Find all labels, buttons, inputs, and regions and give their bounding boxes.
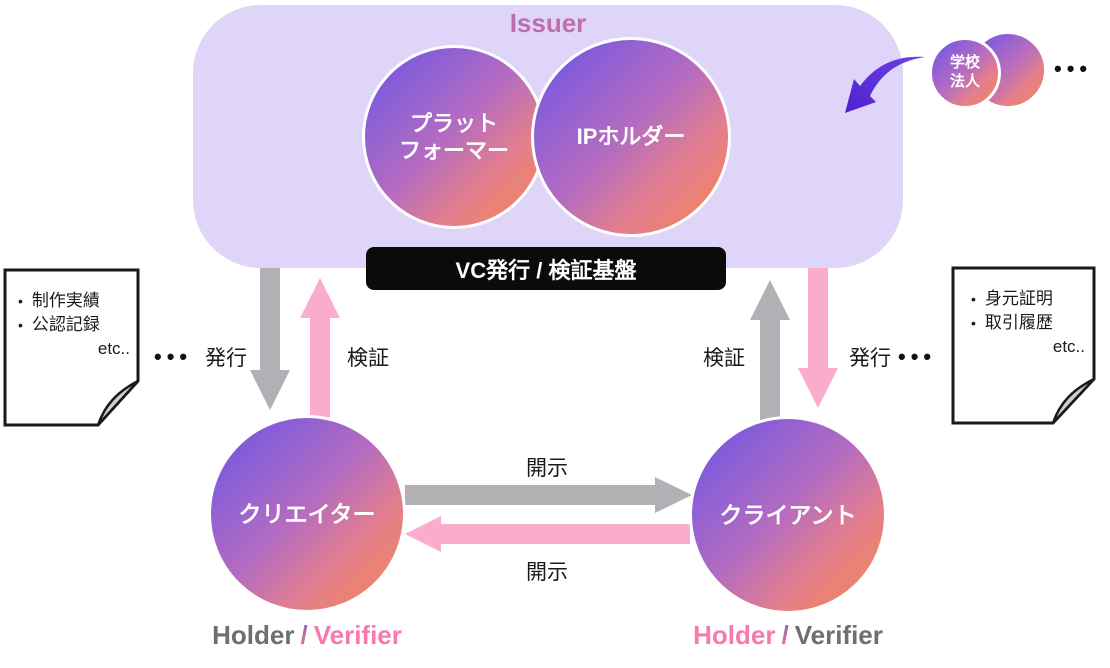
issuer-title: Issuer [193, 8, 903, 39]
doc-item: • 制作実績 [18, 289, 132, 313]
doc-item: • 身元証明 [971, 287, 1087, 311]
bullet-icon: • [971, 315, 976, 331]
school-label-line1: 学校 [949, 54, 980, 72]
verifier-label: Verifier [794, 620, 883, 650]
doc-item-text: 公認記録 [31, 315, 100, 334]
creator-roles-caption: Holder/Verifier [197, 620, 417, 651]
credentials-document-right-icon [951, 266, 1096, 425]
verify-label-right: 検証 [703, 347, 745, 370]
issue-arrow-left-down [250, 268, 290, 410]
folded-corner-icon [1051, 377, 1096, 425]
doc-item-text: 取引履歴 [984, 313, 1053, 332]
issue-arrow-right-down [798, 268, 838, 408]
doc-etc-text: etc.. [97, 339, 130, 358]
doc-etc-text: etc.. [1052, 337, 1085, 356]
disclose-label-bottom: 開示 [526, 561, 568, 584]
verify-label-left: 検証 [347, 347, 389, 370]
right-document-content: • 身元証明 • 取引履歴 etc.. [971, 287, 1087, 359]
client-circle: クライアント [689, 416, 887, 614]
verify-arrow-right-up [750, 280, 790, 420]
doc-item-text: 制作実績 [31, 291, 100, 310]
doc-item: • 公認記録 [18, 313, 132, 337]
credentials-document-left-icon [3, 268, 140, 427]
school-label-line2: 法人 [949, 73, 980, 90]
more-issuers-dots-icon: ••• [1054, 56, 1093, 81]
verifier-label: Verifier [313, 620, 402, 650]
bullet-icon: • [971, 291, 976, 307]
bullet-icon: • [18, 317, 23, 333]
vc-platform-bar: VC発行 / 検証基盤 [366, 247, 726, 290]
ip-holder-label: IPホルダー [576, 124, 686, 150]
creator-circle: クリエイター [208, 415, 406, 613]
holder-label: Holder [212, 620, 295, 650]
disclose-arrow-right [405, 477, 692, 513]
more-docs-dots-icon: ••• [898, 344, 937, 369]
disclose-arrow-left [405, 516, 690, 552]
client-label: クライアント [719, 501, 857, 528]
left-document-content: • 制作実績 • 公認記録 etc.. [18, 289, 132, 361]
verify-arrow-left-up [300, 278, 340, 420]
issue-label-left: 発行 [205, 347, 247, 370]
platformer-label-line2: フォーマー [398, 138, 509, 163]
client-roles-caption: Holder/Verifier [678, 620, 898, 651]
more-docs-dots-icon: ••• [154, 344, 193, 369]
folded-corner-icon [96, 379, 140, 427]
doc-item-text: 身元証明 [984, 289, 1053, 308]
doc-item: • 取引履歴 [971, 311, 1087, 335]
platformer-label-line1: プラット [409, 110, 498, 136]
creator-label: クリエイター [238, 500, 376, 527]
issue-label-right: 発行 [849, 347, 891, 370]
bullet-icon: • [18, 293, 23, 309]
ip-holder-circle: IPホルダー [531, 37, 731, 237]
platformer-circle: プラット フォーマー [362, 45, 546, 229]
disclose-label-top: 開示 [526, 457, 568, 480]
slash-separator: / [300, 620, 308, 650]
vc-platform-label: VC発行 / 検証基盤 [455, 257, 637, 283]
slash-separator: / [781, 620, 789, 650]
curved-arrow-icon [845, 56, 925, 113]
school-corporation-circle: 学校 法人 [929, 37, 1001, 109]
holder-label: Holder [693, 620, 776, 650]
